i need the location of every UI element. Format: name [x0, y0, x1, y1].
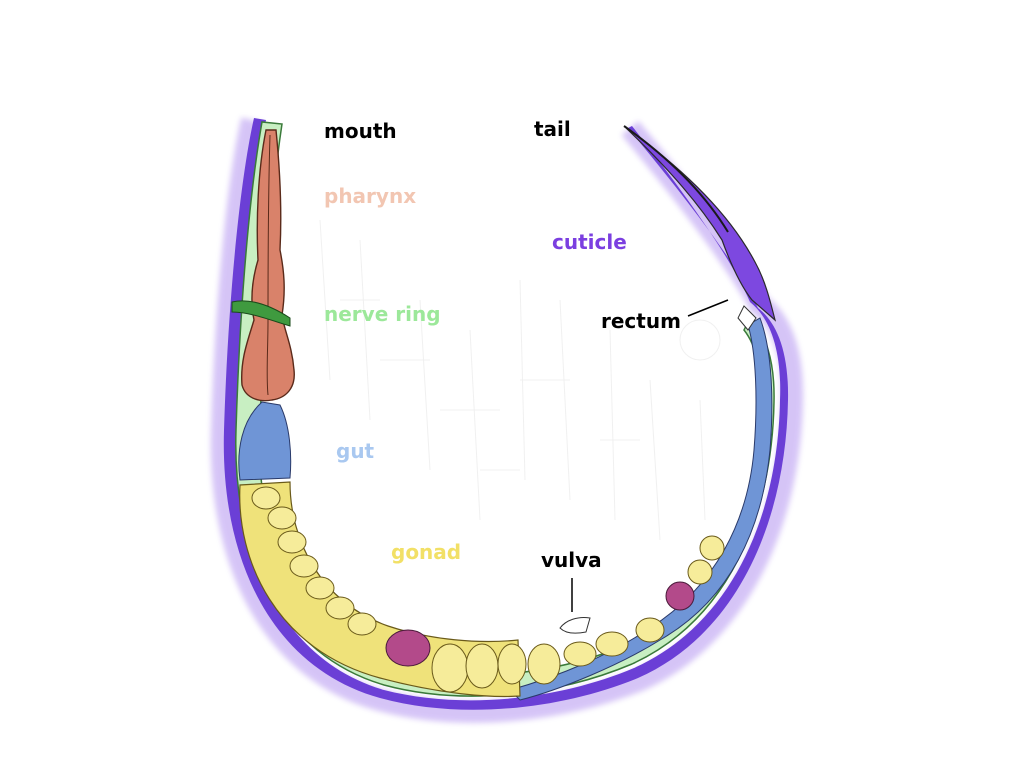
gut-posterior	[509, 317, 773, 701]
rectum-leader-line	[687, 299, 729, 317]
label-cuticle: cuticle	[552, 230, 627, 254]
label-tail: tail	[534, 117, 571, 141]
tail-tip-line	[623, 125, 729, 233]
label-gonad: gonad	[391, 540, 462, 564]
germline-clusters	[385, 581, 695, 667]
label-pharynx: pharynx	[324, 184, 417, 208]
label-mouth: mouth	[324, 119, 397, 143]
label-rectum: rectum	[601, 309, 681, 333]
nerve-ring-shape	[231, 300, 291, 327]
tail-spike	[625, 127, 777, 322]
gut-shape	[238, 401, 292, 481]
gonad-cells	[251, 486, 725, 693]
label-nerve-ring: nerve ring	[324, 302, 441, 326]
background-sketch	[319, 219, 721, 541]
label-vulva: vulva	[541, 548, 602, 572]
label-gut: gut	[336, 439, 375, 463]
vulva-opening	[559, 617, 591, 634]
rectum-shape	[737, 305, 757, 331]
pharynx-lumen	[266, 134, 271, 396]
